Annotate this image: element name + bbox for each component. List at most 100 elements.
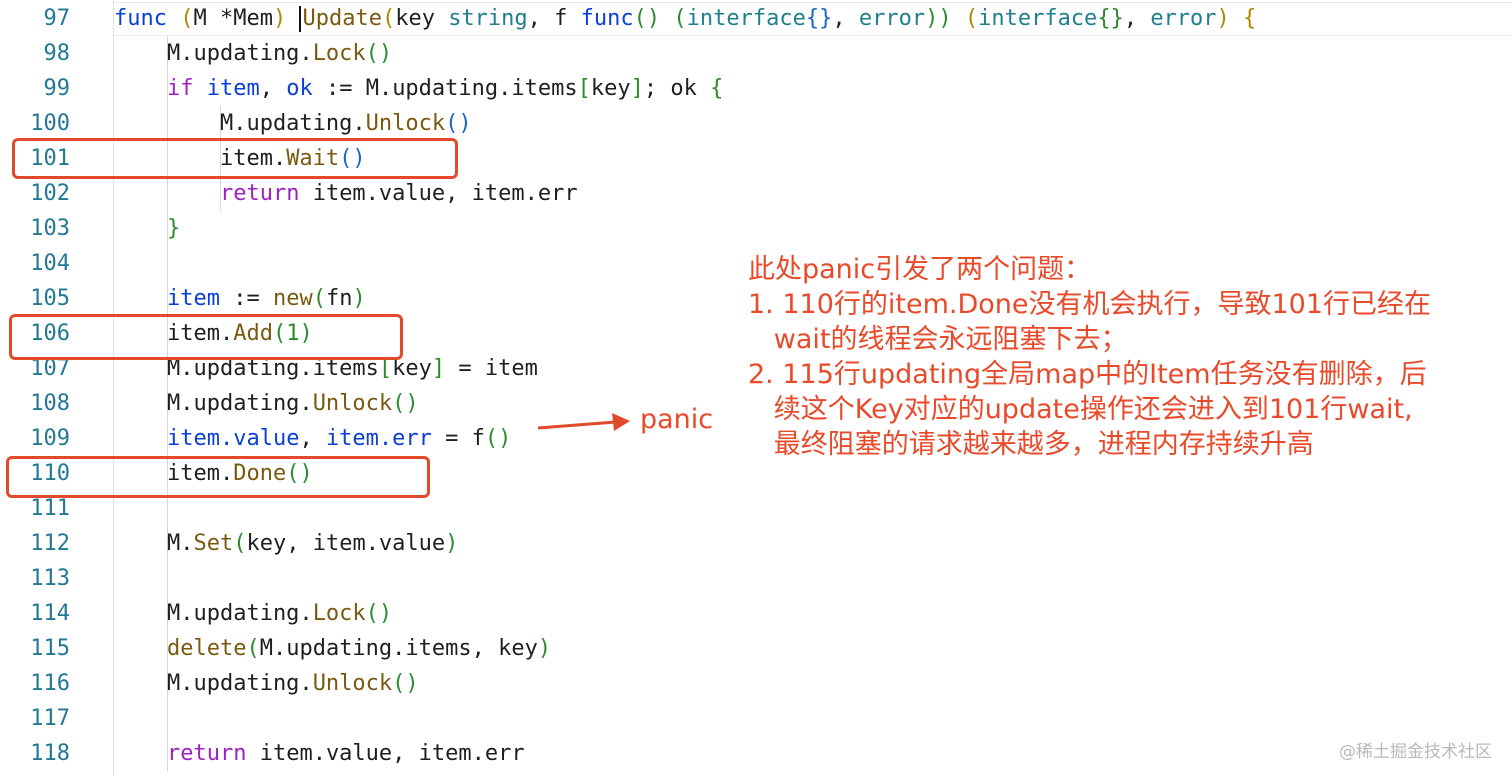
code-text: delete(M.updating.items, key) bbox=[114, 631, 551, 666]
code-token bbox=[114, 216, 167, 241]
code-token: interface bbox=[978, 6, 1098, 31]
code-line[interactable]: 116 M.updating.Unlock() bbox=[0, 666, 1512, 701]
code-token: ( bbox=[272, 321, 287, 346]
code-line[interactable]: 117 bbox=[0, 701, 1512, 736]
code-token: ; ok bbox=[643, 76, 711, 101]
code-line[interactable]: 106 item.Add(1) bbox=[0, 316, 1512, 351]
code-token: item.value, item.err bbox=[299, 181, 578, 206]
indent-guide bbox=[167, 36, 168, 771]
code-line[interactable]: 111 bbox=[0, 491, 1512, 526]
code-token bbox=[286, 6, 299, 31]
code-token: Set bbox=[193, 531, 234, 556]
code-line[interactable]: 98 M.updating.Lock() bbox=[0, 36, 1512, 71]
code-token bbox=[114, 636, 167, 661]
code-token: key, item.value bbox=[246, 531, 446, 556]
line-number: 100 bbox=[30, 111, 70, 136]
code-line[interactable]: 108 M.updating.Unlock() bbox=[0, 386, 1512, 421]
annotation-item2-line3: 最终阻塞的请求越来越多，进程内存持续升高 bbox=[748, 429, 1314, 460]
code-text: item := new(fn) bbox=[114, 281, 366, 316]
code-token: ) bbox=[352, 286, 366, 311]
code-token: error bbox=[1150, 6, 1217, 31]
code-line[interactable]: 101 item.Wait() bbox=[0, 141, 1512, 176]
code-token: [ bbox=[577, 76, 591, 101]
code-token: Wait bbox=[286, 146, 340, 171]
code-text: func (M *Mem) Update(key string, f func(… bbox=[114, 1, 1256, 36]
annotation-heading: 此处panic引发了两个问题： bbox=[748, 254, 1092, 285]
code-token: M.updating. bbox=[114, 671, 313, 696]
code-token: M *Mem bbox=[193, 6, 273, 31]
code-token: () bbox=[365, 41, 393, 66]
code-text: item.Wait() bbox=[114, 141, 366, 176]
code-token: := bbox=[219, 286, 273, 311]
code-token bbox=[952, 6, 965, 31]
code-token: ( bbox=[964, 6, 979, 31]
line-number: 102 bbox=[30, 181, 70, 206]
code-line[interactable]: 99 if item, ok := M.updating.items[key];… bbox=[0, 71, 1512, 106]
code-line[interactable]: 107 M.updating.items[key] = item bbox=[0, 351, 1512, 386]
line-number: 103 bbox=[30, 216, 70, 241]
line-number: 106 bbox=[30, 321, 70, 346]
code-token: () bbox=[445, 111, 472, 136]
code-token: ( bbox=[312, 286, 326, 311]
code-text: item.Done() bbox=[114, 456, 313, 491]
code-token: return bbox=[166, 741, 247, 766]
code-token: , bbox=[832, 6, 859, 31]
code-token: () bbox=[633, 6, 661, 31]
code-line[interactable]: 109 item.value, item.err = f() bbox=[0, 421, 1512, 456]
code-token: M.updating. bbox=[114, 391, 313, 416]
line-number: 118 bbox=[30, 741, 70, 766]
code-token: ] bbox=[431, 356, 446, 381]
code-token: ( bbox=[180, 6, 194, 31]
code-token: if bbox=[166, 76, 194, 101]
indent-guide bbox=[220, 106, 221, 211]
code-token: item. bbox=[114, 146, 287, 171]
code-line[interactable]: 114 M.updating.Lock() bbox=[0, 596, 1512, 631]
code-line[interactable]: 100 M.updating.Unlock() bbox=[0, 106, 1512, 141]
code-token: error bbox=[858, 6, 926, 31]
gutter-divider bbox=[113, 0, 114, 776]
code-token bbox=[114, 76, 167, 101]
line-number: 109 bbox=[30, 426, 70, 451]
code-token: item.value bbox=[166, 426, 300, 451]
code-token: key bbox=[395, 6, 449, 31]
code-token: Unlock bbox=[365, 111, 446, 136]
code-line[interactable]: 105 item := new(fn) bbox=[0, 281, 1512, 316]
annotation-item2-line1: 2. 115行updating全局map中的Item任务没有删除，后 bbox=[748, 359, 1427, 390]
code-token: item bbox=[166, 286, 220, 311]
code-token: Add bbox=[233, 321, 273, 346]
code-token: ( bbox=[381, 6, 396, 31]
code-line[interactable]: 103 } bbox=[0, 211, 1512, 246]
code-token: } bbox=[166, 216, 181, 241]
code-token: , f bbox=[527, 6, 581, 31]
code-text: return item.value, item.err bbox=[114, 736, 525, 771]
code-token: { bbox=[1243, 6, 1257, 31]
code-line[interactable]: 110 item.Done() bbox=[0, 456, 1512, 491]
code-token bbox=[114, 286, 167, 311]
code-line[interactable]: 104 bbox=[0, 246, 1512, 281]
code-token: () bbox=[484, 426, 512, 451]
code-token: = f bbox=[431, 426, 485, 451]
code-line[interactable]: 102 return item.value, item.err bbox=[0, 176, 1512, 211]
code-token: key bbox=[590, 76, 631, 101]
code-token bbox=[114, 426, 167, 451]
code-token: ) bbox=[1216, 6, 1230, 31]
code-token: M.updating. bbox=[114, 111, 366, 136]
code-line[interactable]: 112 M.Set(key, item.value) bbox=[0, 526, 1512, 561]
code-token: ) bbox=[537, 636, 552, 661]
line-number: 114 bbox=[30, 601, 70, 626]
code-text: M.updating.Unlock() bbox=[114, 386, 419, 421]
code-token: () bbox=[392, 671, 419, 696]
code-line[interactable]: 113 bbox=[0, 561, 1512, 596]
code-token: item.value, item.err bbox=[246, 741, 525, 766]
highlight-box-line-106 bbox=[9, 314, 403, 360]
code-token: ( bbox=[673, 6, 687, 31]
code-token: , bbox=[299, 426, 326, 451]
code-token: fn bbox=[325, 286, 353, 311]
code-text: } bbox=[114, 211, 180, 246]
code-token: Lock bbox=[312, 601, 366, 626]
code-token bbox=[167, 6, 180, 31]
code-line[interactable]: 115 delete(M.updating.items, key) bbox=[0, 631, 1512, 666]
code-line[interactable]: 118 return item.value, item.err bbox=[0, 736, 1512, 771]
code-text: item.value, item.err = f() bbox=[114, 421, 511, 456]
